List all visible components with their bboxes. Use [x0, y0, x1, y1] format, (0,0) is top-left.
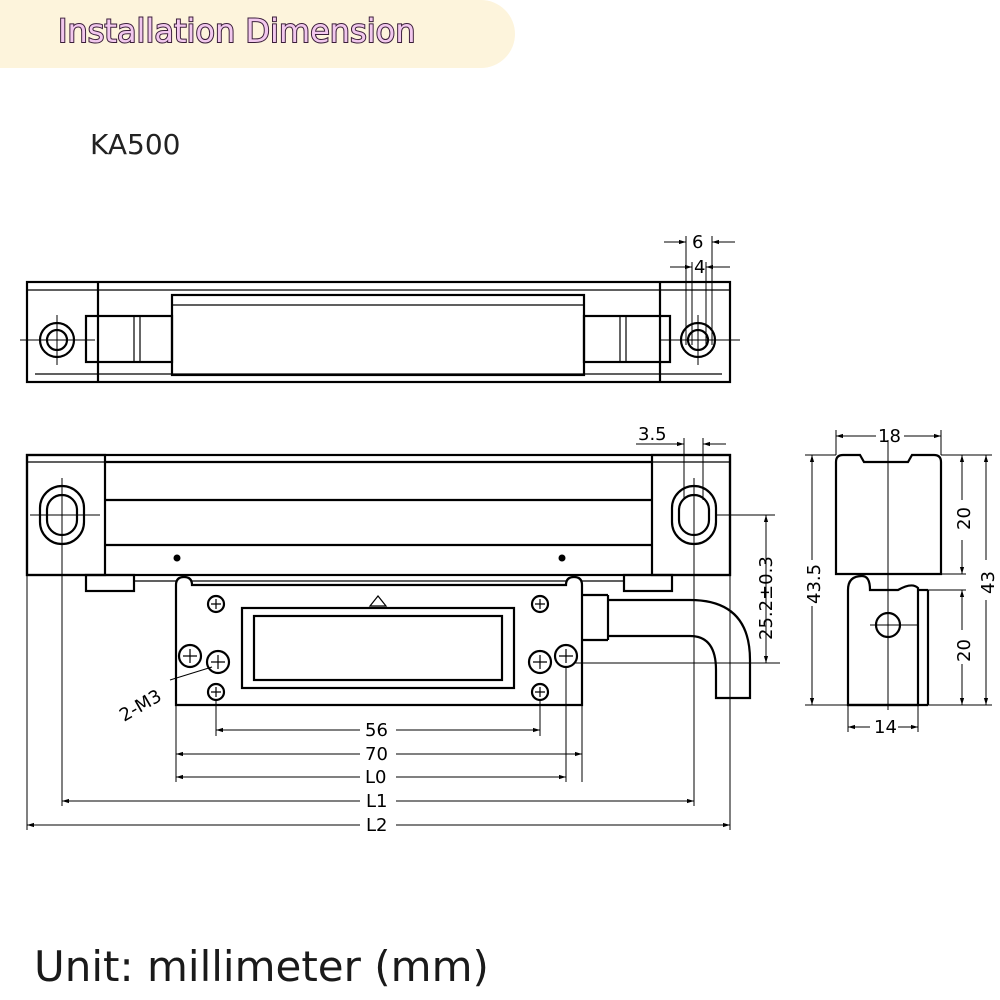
model-label: KA500	[90, 128, 181, 161]
dim-hole-offset-label: 3.5	[638, 424, 667, 445]
dim-top-outer-label: 6	[692, 232, 703, 253]
top-view	[20, 280, 740, 384]
dim-height-offset: 25.2±0.3	[716, 514, 777, 663]
dim-l2: L2	[27, 815, 730, 836]
dim-hole-pitch-label: 56	[365, 720, 388, 741]
side-dimensions: 18 20 20 43 43.5 14	[804, 426, 999, 738]
dim-side-height-label: 43.5	[804, 564, 825, 604]
dim-l1: L1	[62, 791, 694, 812]
dim-l0-label: L0	[365, 767, 386, 788]
dim-side-lower-label: 20	[954, 639, 975, 662]
dim-l1-label: L1	[366, 791, 387, 812]
dim-reader-length-label: 70	[365, 744, 388, 765]
dim-reader-length: 70	[176, 744, 582, 765]
dim-top-inner-label: 4	[694, 257, 705, 278]
dim-top-inner: 4	[670, 257, 730, 345]
reader-head	[174, 575, 780, 707]
page-title: Installation Dimension	[57, 11, 416, 51]
dim-side-width-label: 18	[878, 426, 901, 447]
front-view	[25, 453, 732, 593]
dim-l2-label: L2	[366, 815, 387, 836]
dim-side-base-label: 14	[874, 717, 897, 738]
dim-height-offset-label: 25.2±0.3	[756, 556, 777, 640]
dim-top-outer: 6	[664, 232, 735, 345]
title-banner: Installation Dimension	[0, 0, 515, 68]
dim-hole-offset: 3.5	[636, 424, 726, 500]
dim-l0: L0	[176, 767, 566, 788]
dim-hole-pitch: 56	[216, 720, 540, 741]
dim-side-upper-label: 20	[954, 507, 975, 530]
dim-thread-label: 2-M3	[116, 686, 165, 727]
unit-note: Unit: millimeter (mm)	[34, 942, 489, 991]
dim-extension-lines	[26, 548, 731, 830]
side-view	[834, 440, 943, 710]
dim-side-total-label: 43	[978, 571, 999, 594]
